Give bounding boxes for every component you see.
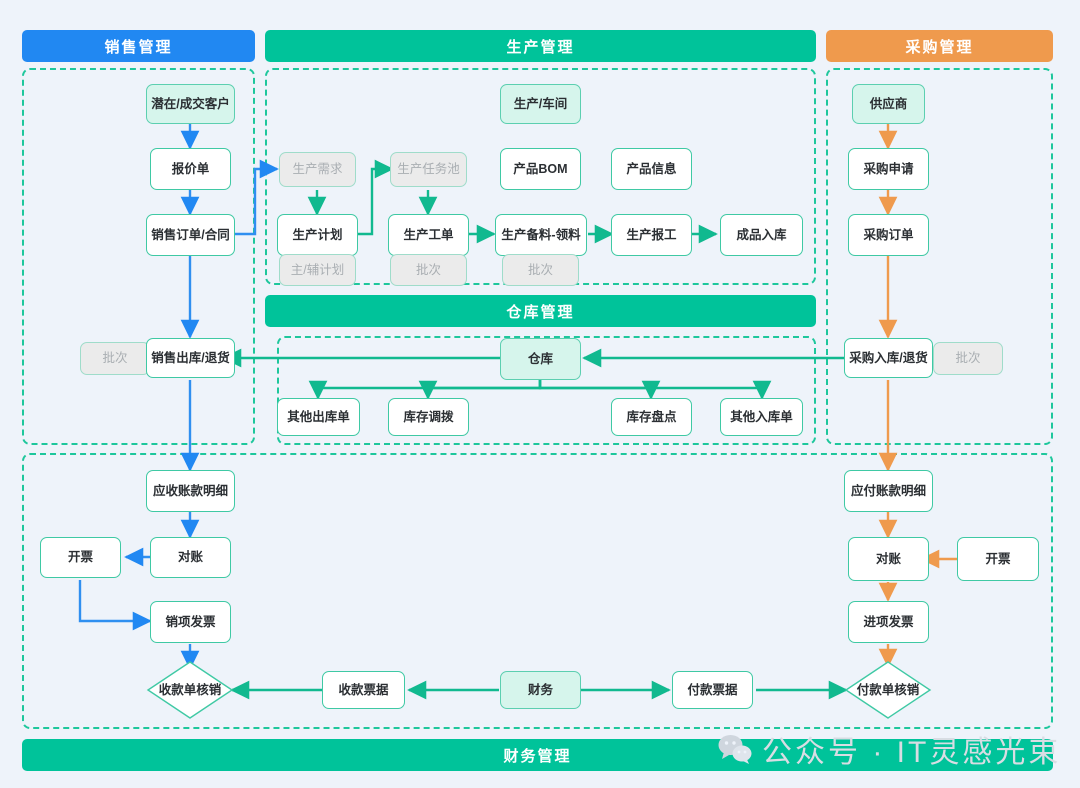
node-label: 采购申请 [863,161,914,176]
node-finished-goods-inbound[interactable]: 成品入库 [720,214,803,256]
node-label: 主/辅计划 [290,262,345,277]
node-label: 销售订单/合同 [151,227,230,242]
section-header-sales-label: 销售管理 [104,38,173,56]
node-receipt-voucher[interactable]: 收款票据 [322,671,405,709]
node-reconciliation-purchase[interactable]: 对账 [848,537,929,581]
node-work-order-batch[interactable]: 批次 [390,254,467,286]
group-sales [22,68,255,445]
node-production-picking[interactable]: 生产备料-领料 [495,214,587,256]
node-purchase-invoice[interactable]: 进项发票 [848,601,929,643]
section-header-warehouse-label: 仓库管理 [506,303,575,321]
node-label: 批次 [527,262,553,277]
section-header-purchase[interactable]: 采购管理 [826,30,1053,62]
node-label: 收款单核销 [158,682,222,697]
node-purchase-order[interactable]: 采购订单 [848,214,929,256]
node-production-reporting[interactable]: 生产报工 [611,214,692,256]
node-label: 付款单核销 [856,682,920,697]
node-label: 其他入库单 [730,409,793,424]
node-label: 成品入库 [736,227,787,242]
node-label: 产品信息 [626,161,677,176]
node-label: 其他出库单 [287,409,350,424]
node-label: 生产报工 [626,227,677,242]
node-label: 开票 [67,550,93,565]
node-other-outbound[interactable]: 其他出库单 [277,398,360,436]
node-label: 生产备料-领料 [501,227,581,242]
node-production-work-order[interactable]: 生产工单 [388,214,469,256]
node-invoicing-sales[interactable]: 开票 [40,537,121,578]
node-label: 库存调拨 [403,409,454,424]
node-label: 采购订单 [863,227,914,242]
node-label: 销项发票 [165,614,216,629]
node-label: 应付账款明细 [850,483,926,498]
node-product-bom[interactable]: 产品BOM [500,148,581,190]
node-sales-order[interactable]: 销售订单/合同 [146,214,235,256]
section-header-finance-label: 财务管理 [503,747,572,765]
node-label: 应收账款明细 [152,483,228,498]
node-label: 生产需求 [292,162,343,177]
diamond-shapes [146,661,932,719]
node-label: 生产任务池 [397,162,460,177]
node-other-inbound[interactable]: 其他入库单 [720,398,803,436]
node-label: 开票 [985,551,1011,566]
node-purchase-requisition[interactable]: 采购申请 [848,148,929,190]
node-task-pool[interactable]: 生产任务池 [390,152,467,187]
group-warehouse [277,336,816,445]
node-label: 对账 [875,551,901,566]
node-label: 批次 [102,351,128,366]
section-header-production-label: 生产管理 [506,38,575,56]
section-header-purchase-label: 采购管理 [905,38,974,56]
node-reconciliation-sales[interactable]: 对账 [150,537,231,578]
node-label: 批次 [955,351,981,366]
node-quotation[interactable]: 报价单 [150,148,231,190]
node-inventory-transfer[interactable]: 库存调拨 [388,398,469,436]
node-label: 仓库 [527,351,553,366]
section-header-finance[interactable]: 财务管理 [22,739,1053,771]
node-label: 库存盘点 [626,409,677,424]
node-label: 潜在/成交客户 [151,96,230,111]
node-payment-voucher[interactable]: 付款票据 [672,671,753,709]
node-inventory-stocktake[interactable]: 库存盘点 [611,398,692,436]
node-sales-outbound[interactable]: 销售出库/退货 [146,338,235,378]
group-finance [22,453,1053,729]
node-supplier[interactable]: 供应商 [852,84,925,124]
node-production-workshop[interactable]: 生产/车间 [500,84,581,124]
section-header-production[interactable]: 生产管理 [265,30,816,62]
node-label: 生产/车间 [513,96,568,111]
node-label: 批次 [415,262,441,277]
node-purchase-batch[interactable]: 批次 [933,342,1003,375]
node-product-info[interactable]: 产品信息 [611,148,692,190]
node-finance-hub[interactable]: 财务 [500,671,581,709]
section-header-warehouse[interactable]: 仓库管理 [265,295,816,327]
node-sales-invoice[interactable]: 销项发票 [150,601,231,643]
node-label: 对账 [177,550,203,565]
node-purchase-inbound[interactable]: 采购入库/退货 [844,338,933,378]
node-production-plan[interactable]: 生产计划 [277,214,358,256]
node-label: 付款票据 [687,682,738,697]
node-label: 销售出库/退货 [151,350,230,365]
node-warehouse-hub[interactable]: 仓库 [500,338,581,380]
node-receipt-clearing[interactable]: 收款单核销 [148,662,232,718]
node-label: 收款票据 [338,682,389,697]
node-potential-customer[interactable]: 潜在/成交客户 [146,84,235,124]
node-label: 生产计划 [292,227,343,242]
node-invoicing-purchase[interactable]: 开票 [957,537,1039,581]
node-payable-detail[interactable]: 应付账款明细 [844,470,933,512]
section-header-sales[interactable]: 销售管理 [22,30,255,62]
node-label: 进项发票 [863,614,914,629]
node-label: 供应商 [869,96,908,111]
node-sales-batch[interactable]: 批次 [80,342,150,375]
node-payment-clearing[interactable]: 付款单核销 [846,662,930,718]
node-production-demand[interactable]: 生产需求 [279,152,356,187]
node-label: 财务 [527,682,553,697]
node-label: 产品BOM [513,161,568,176]
node-receivable-detail[interactable]: 应收账款明细 [146,470,235,512]
node-label: 生产工单 [403,227,454,242]
node-picking-batch[interactable]: 批次 [502,254,579,286]
node-label: 采购入库/退货 [849,350,928,365]
group-purchase [826,68,1053,445]
node-label: 报价单 [171,161,210,176]
node-main-aux-plan[interactable]: 主/辅计划 [279,254,356,286]
